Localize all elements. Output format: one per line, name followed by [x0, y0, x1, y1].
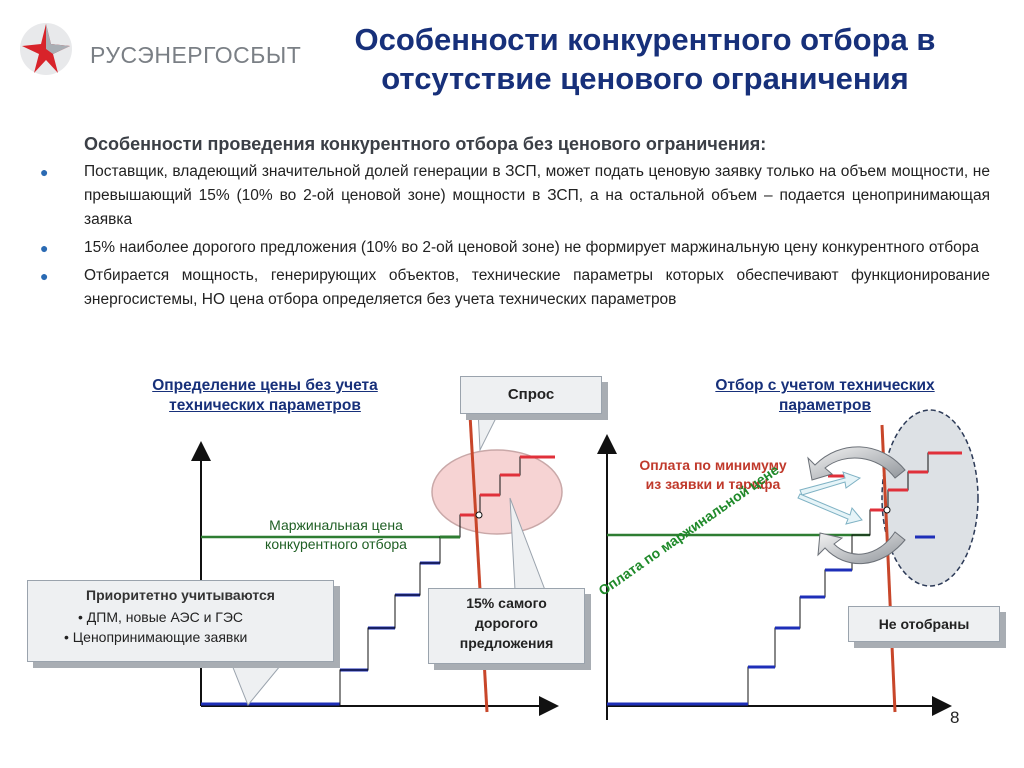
left-heading-line-1: Определение цены без учета [152, 377, 378, 394]
expensive-zone-ellipse [431, 449, 563, 535]
priority-item: • Ценопринимающие заявки [28, 629, 333, 645]
bullet-item: ● 15% наиболее дорогого предложения (10%… [40, 236, 990, 260]
bullet-icon: ● [40, 164, 49, 180]
left-heading-line-2: технических параметров [169, 397, 361, 414]
demand-box: Спрос [460, 376, 602, 414]
demand-callout-tail [477, 409, 501, 452]
page-title: Особенности конкурентного отбора в отсут… [300, 20, 990, 98]
right-intersection-point [883, 506, 891, 514]
right-demand-line [880, 424, 897, 713]
bullet-item: ● Поставщик, владеющий значительной доле… [40, 160, 990, 232]
right-red-steps [828, 451, 962, 512]
min-payment-line-1: Оплата по минимуму [639, 457, 787, 473]
priority-item-text: Ценопринимающие заявки [72, 629, 248, 645]
marginal-price-line-2: конкурентного отбора [265, 536, 407, 552]
min-payment-line-2: из заявки и тарифа [645, 476, 781, 492]
right-heading-line-1: Отбор с учетом технических [715, 377, 935, 394]
priority-bullet-icon: • [64, 629, 73, 645]
bullet-text: Отбирается мощность, генерирующих объект… [84, 267, 990, 308]
bullet-text: Поставщик, владеющий значительной долей … [84, 163, 990, 228]
intersection-point [475, 511, 483, 519]
min-payment-label: Оплата по минимуму из заявки и тарифа [618, 456, 808, 494]
bullet-text: 15% наиболее дорогого предложения (10% в… [84, 239, 979, 256]
right-diagram-heading[interactable]: Отбор с учетом технических параметров [660, 376, 990, 416]
section-subtitle: Особенности проведения конкурентного отб… [84, 134, 767, 154]
priority-box-title: Приоритетно учитываются [86, 587, 275, 603]
priority-bullet-icon: • [78, 609, 87, 625]
priority-item-text: ДПМ, новые АЭС и ГЭС [86, 609, 244, 625]
priority-box: Приоритетно учитываются • ДПМ, новые АЭС… [27, 580, 334, 662]
logo-star-icon [20, 23, 72, 75]
right-blue-steps [607, 535, 935, 706]
company-logo: РУСЭНЕРГОСБЫТ [18, 20, 301, 78]
curved-arrow-bottom-icon [817, 531, 906, 565]
pointer-arrow-1-icon [799, 471, 862, 496]
bullet-list: ● Поставщик, владеющий значительной доле… [40, 160, 990, 316]
left-diagram-heading[interactable]: Определение цены без учета технических п… [100, 376, 430, 416]
expensive-line-3: предложения [459, 635, 554, 651]
bullet-icon: ● [40, 240, 49, 256]
curved-arrow-top-icon [807, 446, 906, 481]
marginal-price-label: Маржинальная цена конкурентного отбора [226, 516, 446, 554]
expensive-line-1: 15% самого [466, 595, 547, 611]
logo-text: РУСЭНЕРГОСБЫТ [90, 42, 302, 68]
pointer-arrow-2-icon [797, 493, 863, 525]
priority-callout-tail [229, 659, 287, 706]
expensive-offer-box: 15% самого дорогого предложения [428, 588, 585, 664]
expensive-line-2: дорогого [475, 615, 538, 631]
right-heading-line-2: параметров [778, 397, 871, 414]
title-line-2: отсутствие ценового ограничения [381, 61, 909, 96]
priority-item: • ДПМ, новые АЭС и ГЭС [28, 609, 333, 625]
not-selected-box: Не отобраны [848, 606, 1000, 642]
page-number: 8 [950, 708, 960, 727]
bullet-icon: ● [40, 268, 49, 284]
marginal-price-line-1: Маржинальная цена [269, 517, 403, 533]
bullet-item: ● Отбирается мощность, генерирующих объе… [40, 264, 990, 312]
not-selected-ellipse [881, 409, 979, 587]
title-line-1: Особенности конкурентного отбора в [354, 22, 936, 57]
